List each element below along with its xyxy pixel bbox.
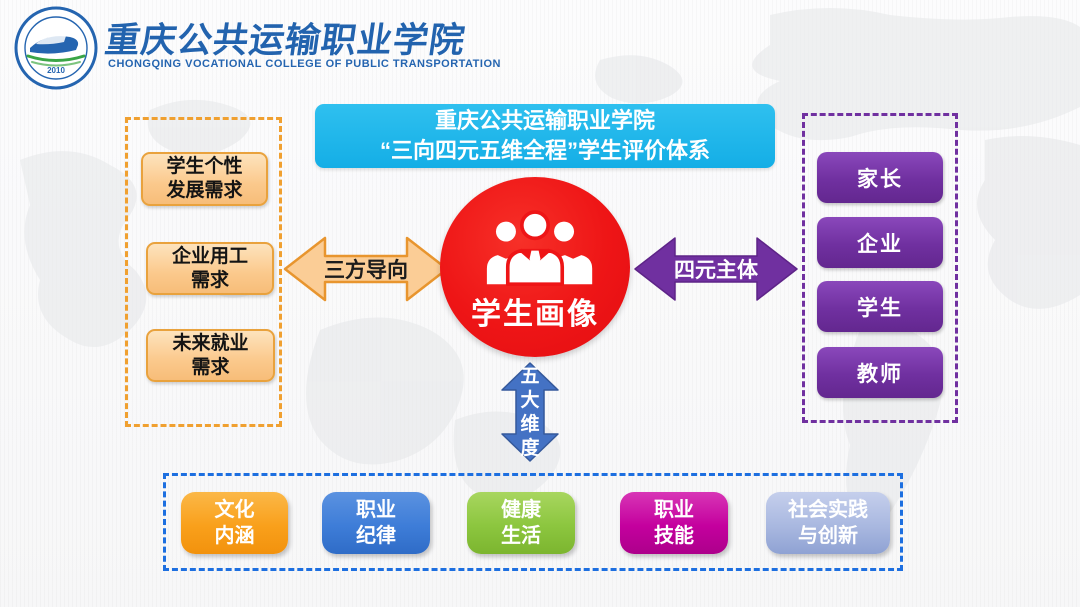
dimension-line: 职业 (356, 499, 396, 521)
dimension-box-discipline: 职业 纪律 (322, 492, 430, 554)
requirement-line: 学生个性 (166, 156, 243, 178)
dimension-box-skills: 职业 技能 (620, 492, 728, 554)
three-direction-arrow-label: 三方导向 (324, 259, 408, 282)
subject-box-students: 学生 (817, 281, 943, 332)
three-direction-arrow: 三方导向 (283, 235, 449, 303)
subject-box-enterprise: 企业 (817, 217, 943, 268)
arrow-char: 维 (520, 414, 540, 435)
subject-label: 教师 (857, 362, 903, 386)
left-requirements-panel (125, 117, 282, 427)
student-portrait-circle: 学生画像 (440, 177, 630, 357)
dimension-line: 技能 (654, 525, 694, 547)
requirement-box-future-employment: 未来就业 需求 (146, 329, 275, 382)
dimension-line: 与创新 (798, 525, 858, 547)
dimension-line: 文化 (214, 499, 255, 521)
requirement-box-student-development: 学生个性 发展需求 (141, 152, 268, 206)
dimension-box-practice-innovation: 社会实践 与创新 (766, 492, 890, 554)
banner-line-2: “三向四元五维全程”学生评价体系 (379, 138, 710, 163)
subject-label: 家长 (857, 167, 903, 191)
requirement-line: 企业用工 (171, 245, 248, 267)
double-arrow-horizontal-icon (634, 237, 798, 301)
requirement-line: 需求 (191, 356, 230, 378)
college-name-en: CHONGQING VOCATIONAL COLLEGE OF PUBLIC T… (108, 58, 501, 70)
requirement-line: 发展需求 (166, 180, 243, 201)
dimension-line: 内涵 (214, 525, 255, 547)
people-group-icon (486, 210, 593, 287)
five-dimension-arrow-label: 五 大 维 度 (501, 365, 559, 461)
five-dimension-arrow: 五 大 维 度 (501, 362, 559, 462)
arrow-char: 大 (520, 390, 540, 411)
dimension-line: 社会实践 (788, 499, 868, 521)
right-subjects-panel (802, 113, 958, 423)
requirement-box-enterprise-employment: 企业用工 需求 (146, 242, 274, 295)
subject-box-teachers: 教师 (817, 347, 943, 398)
dimension-line: 纪律 (356, 525, 396, 547)
four-subject-arrow-label: 四元主体 (674, 259, 758, 282)
dimension-box-culture: 文化 内涵 (181, 492, 288, 554)
dimension-line: 职业 (654, 499, 694, 521)
banner-line-1: 重庆公共运输职业学院 (434, 108, 655, 134)
arrow-char: 度 (520, 438, 540, 459)
bottom-dimensions-panel (163, 473, 903, 571)
subject-box-parents: 家长 (817, 152, 943, 203)
student-portrait-label: 学生画像 (471, 298, 599, 331)
requirement-line: 需求 (190, 269, 229, 291)
subject-label: 企业 (857, 232, 903, 256)
arrow-char: 五 (520, 366, 540, 387)
logo-year: 2010 (47, 66, 65, 75)
dimension-line: 生活 (501, 525, 541, 547)
dimension-box-health: 健康 生活 (467, 492, 575, 554)
title-banner: 重庆公共运输职业学院 “三向四元五维全程”学生评价体系 (315, 104, 775, 168)
requirement-line: 未来就业 (172, 332, 249, 354)
double-arrow-vertical-icon (501, 362, 559, 462)
college-name-cn: 重庆公共运输职业学院 (102, 21, 468, 60)
dimension-line: 健康 (501, 499, 541, 521)
four-subject-arrow: 四元主体 (633, 235, 799, 303)
college-logo: 2010 (14, 6, 98, 90)
subject-label: 学生 (857, 296, 903, 320)
train-icon (26, 35, 86, 67)
